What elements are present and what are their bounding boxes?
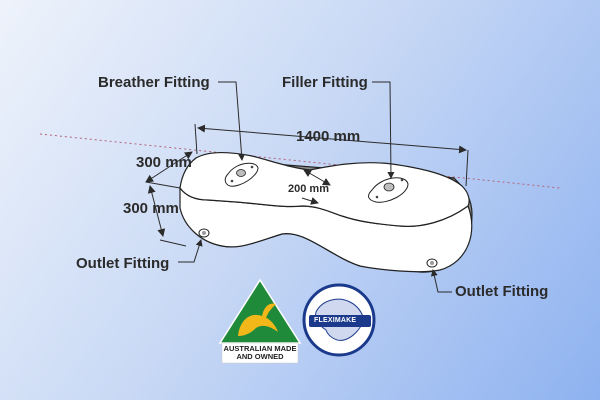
width-label: 300 mm [136, 154, 192, 171]
leader-lines [178, 81, 452, 293]
outlet-fitting-label-left: Outlet Fitting [76, 255, 170, 272]
horizon-line [39, 133, 561, 189]
length-dimension [194, 123, 469, 187]
australian-made-line2: AND OWNED [236, 352, 284, 361]
width-dimension [145, 151, 193, 183]
breather-fitting [224, 162, 259, 187]
fleximake-wordmark: FLEXIMAKE [314, 317, 357, 324]
waist-dimension [301, 169, 331, 205]
breather-fitting-label: Breather Fitting [98, 74, 210, 91]
outlet-fitting-right [426, 258, 438, 268]
height-label: 300 mm [123, 200, 179, 217]
outlet-fitting-label-right: Outlet Fitting [455, 283, 549, 300]
length-label: 1400 mm [296, 128, 361, 145]
filler-fitting [368, 177, 409, 203]
waist-label: 200 mm [288, 183, 329, 195]
australian-made-logo [218, 278, 302, 364]
height-dimension [145, 181, 187, 247]
fleximake-logo [302, 283, 376, 357]
outlet-fitting-left [198, 228, 210, 238]
australian-made-line1: AUSTRALIAN MADE [223, 344, 297, 353]
filler-fitting-label: Filler Fitting [282, 74, 368, 91]
